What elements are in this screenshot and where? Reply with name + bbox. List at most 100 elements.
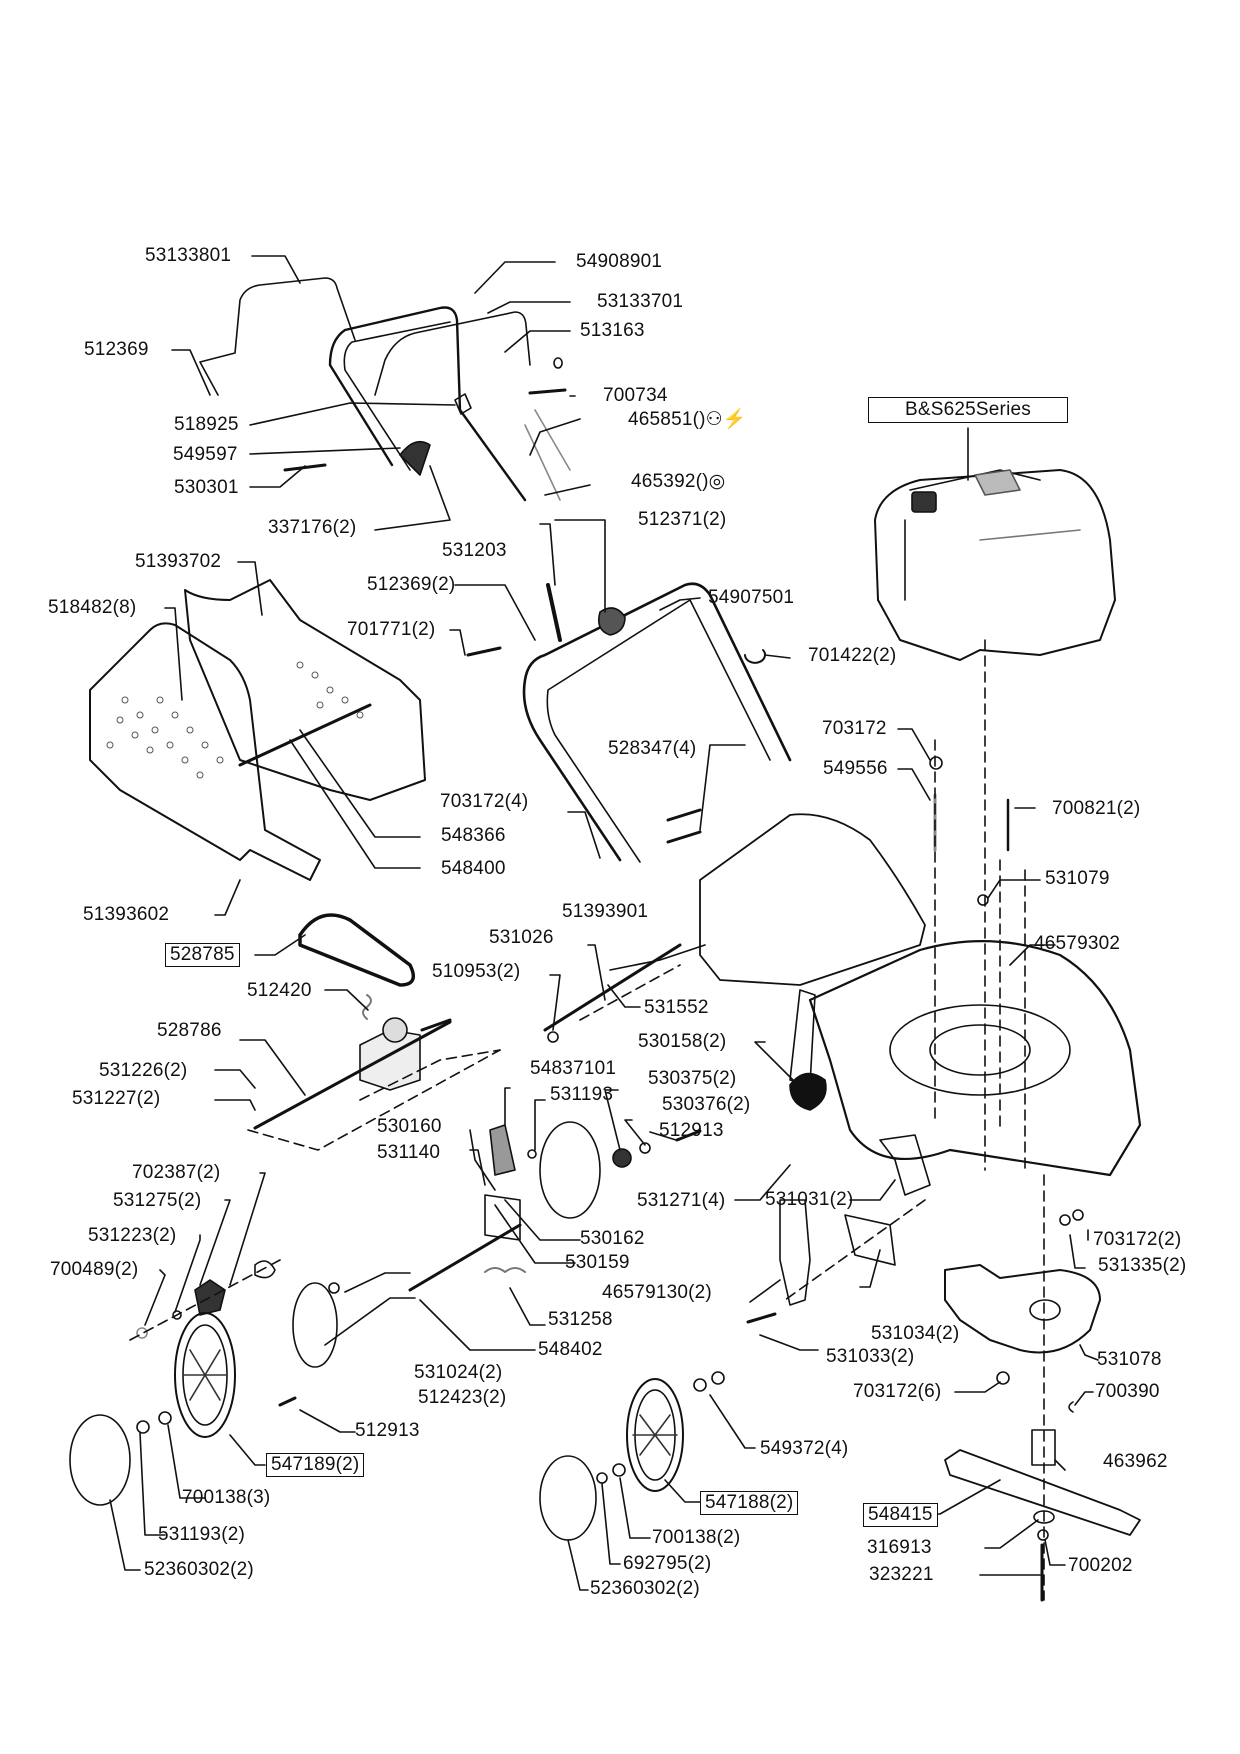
part-label[interactable]: 548415 <box>863 1503 938 1527</box>
part-label[interactable]: 530158(2) <box>638 1031 727 1052</box>
wheel-547188 <box>626 1378 684 1492</box>
part-label[interactable]: 692795(2) <box>623 1553 712 1574</box>
washer-513163 <box>553 357 563 369</box>
part-label[interactable]: 531275(2) <box>113 1190 202 1211</box>
part-label[interactable]: 531034(2) <box>871 1323 960 1344</box>
wheel-hub-plate <box>539 1121 601 1219</box>
part-label[interactable]: 531033(2) <box>826 1346 915 1367</box>
part-label[interactable]: 510953(2) <box>432 961 521 982</box>
part-label[interactable]: 513163 <box>580 320 645 341</box>
part-label[interactable]: 531258 <box>548 1309 613 1330</box>
part-label[interactable]: 700390 <box>1095 1381 1160 1402</box>
part-label[interactable]: 530375(2) <box>648 1068 737 1089</box>
part-label[interactable]: 512371(2) <box>638 509 727 530</box>
part-label[interactable]: 530301 <box>174 477 239 498</box>
part-label[interactable]: 54908901 <box>576 251 663 272</box>
part-label[interactable]: 54907501 <box>708 587 795 608</box>
spacer-463962 <box>1031 1429 1056 1466</box>
part-label[interactable]: 53133701 <box>597 291 684 312</box>
part-label[interactable]: 531193 <box>550 1084 614 1105</box>
part-label[interactable]: 531140 <box>377 1142 441 1163</box>
bolt-700734 <box>528 388 567 395</box>
part-label[interactable]: 700489(2) <box>50 1259 139 1280</box>
part-label[interactable]: 337176(2) <box>268 517 357 538</box>
part-label[interactable]: 531079 <box>1045 868 1110 889</box>
part-label[interactable]: 703172(6) <box>853 1381 942 1402</box>
part-label[interactable]: 323221 <box>869 1564 934 1585</box>
part-label[interactable]: 316913 <box>867 1537 932 1558</box>
catcher-rod-548400 <box>238 703 372 767</box>
part-label[interactable]: 530160 <box>377 1116 442 1137</box>
part-label[interactable]: 700138(2) <box>652 1527 741 1548</box>
part-label[interactable]: 702387(2) <box>132 1162 221 1183</box>
part-label[interactable]: 700138(3) <box>182 1487 271 1508</box>
part-label[interactable]: 46579302 <box>1034 933 1121 954</box>
part-label[interactable]: 518482(8) <box>48 597 137 618</box>
bolt-701771 <box>466 646 502 657</box>
part-label[interactable]: 700821(2) <box>1052 798 1141 819</box>
part-label[interactable]: 512369(2) <box>367 574 456 595</box>
blade-adapter-531078 <box>944 1264 1101 1354</box>
washer-700202 <box>1037 1529 1049 1541</box>
part-label[interactable]: 530376(2) <box>662 1094 751 1115</box>
part-label[interactable]: 701771(2) <box>347 619 436 640</box>
part-label[interactable]: 531193(2) <box>158 1524 246 1545</box>
washer-531335 <box>1059 1214 1071 1226</box>
lower-handle-54907501 <box>522 582 792 862</box>
part-label[interactable]: 52360302(2) <box>144 1559 254 1580</box>
part-label[interactable]: 53133801 <box>145 245 232 266</box>
part-label[interactable]: 700202 <box>1068 1555 1133 1576</box>
part-label[interactable]: 548400 <box>441 858 506 879</box>
part-label[interactable]: 512423(2) <box>418 1387 507 1408</box>
part-label[interactable]: 531271(4) <box>637 1190 726 1211</box>
part-label[interactable]: 531552 <box>644 997 709 1018</box>
part-label[interactable]: 531335(2) <box>1098 1255 1187 1276</box>
grass-catcher-front-51393602 <box>89 622 321 881</box>
part-label[interactable]: 530159 <box>565 1252 630 1273</box>
part-label[interactable]: 701422(2) <box>808 645 897 666</box>
part-label[interactable]: 51393602 <box>83 904 170 925</box>
part-label[interactable]: 512420 <box>247 980 312 1001</box>
part-label[interactable]: 518925 <box>174 414 239 435</box>
part-label[interactable]: 531078 <box>1097 1349 1162 1370</box>
part-label[interactable]: 531227(2) <box>72 1088 161 1109</box>
part-label[interactable]: 54837101 <box>530 1058 617 1079</box>
part-label[interactable]: 703172(2) <box>1093 1229 1182 1250</box>
washer-700138 <box>158 1411 172 1425</box>
part-label[interactable]: 531031(2) <box>765 1189 854 1210</box>
part-label[interactable]: 700734 <box>603 385 668 406</box>
part-label[interactable]: 548366 <box>441 825 506 846</box>
part-label[interactable]: 531203 <box>442 540 507 561</box>
part-label[interactable]: 51393901 <box>562 901 649 922</box>
part-label[interactable]: 531024(2) <box>414 1362 503 1383</box>
part-label[interactable]: 548402 <box>538 1339 603 1360</box>
washer-530376 <box>639 1142 651 1154</box>
part-label[interactable]: 463962 <box>1103 1451 1168 1472</box>
part-label[interactable]: 512913 <box>355 1420 420 1441</box>
part-label[interactable]: 46579130(2) <box>602 1282 712 1303</box>
part-label[interactable]: 465851()⚇⚡ <box>628 409 747 431</box>
spring-702387 <box>254 1260 276 1279</box>
part-label[interactable]: 703172(4) <box>440 791 529 812</box>
part-label[interactable]: 531223(2) <box>88 1225 177 1246</box>
engine-block <box>874 469 1116 661</box>
part-label[interactable]: 531226(2) <box>99 1060 188 1081</box>
part-label[interactable]: 528785 <box>165 943 240 967</box>
part-label[interactable]: 547189(2) <box>266 1453 365 1477</box>
part-label[interactable]: 512913 <box>659 1120 724 1141</box>
part-label[interactable]: 549372(4) <box>760 1438 849 1459</box>
part-label[interactable]: 703172 <box>822 718 887 739</box>
part-label[interactable]: 549597 <box>173 444 238 465</box>
part-label[interactable]: 530162 <box>580 1228 645 1249</box>
part-label[interactable]: 531026 <box>489 927 554 948</box>
part-label[interactable]: 512369 <box>84 339 149 360</box>
part-label[interactable]: 547188(2) <box>700 1491 799 1515</box>
part-label[interactable]: 549556 <box>823 758 888 779</box>
part-label[interactable]: 52360302(2) <box>590 1578 700 1599</box>
part-label[interactable]: 465392()◎ <box>631 471 725 493</box>
part-label[interactable]: 528347(4) <box>608 738 697 759</box>
part-label[interactable]: 528786 <box>157 1020 222 1041</box>
part-label[interactable]: 51393702 <box>135 551 222 572</box>
nut-703172 <box>929 756 943 770</box>
